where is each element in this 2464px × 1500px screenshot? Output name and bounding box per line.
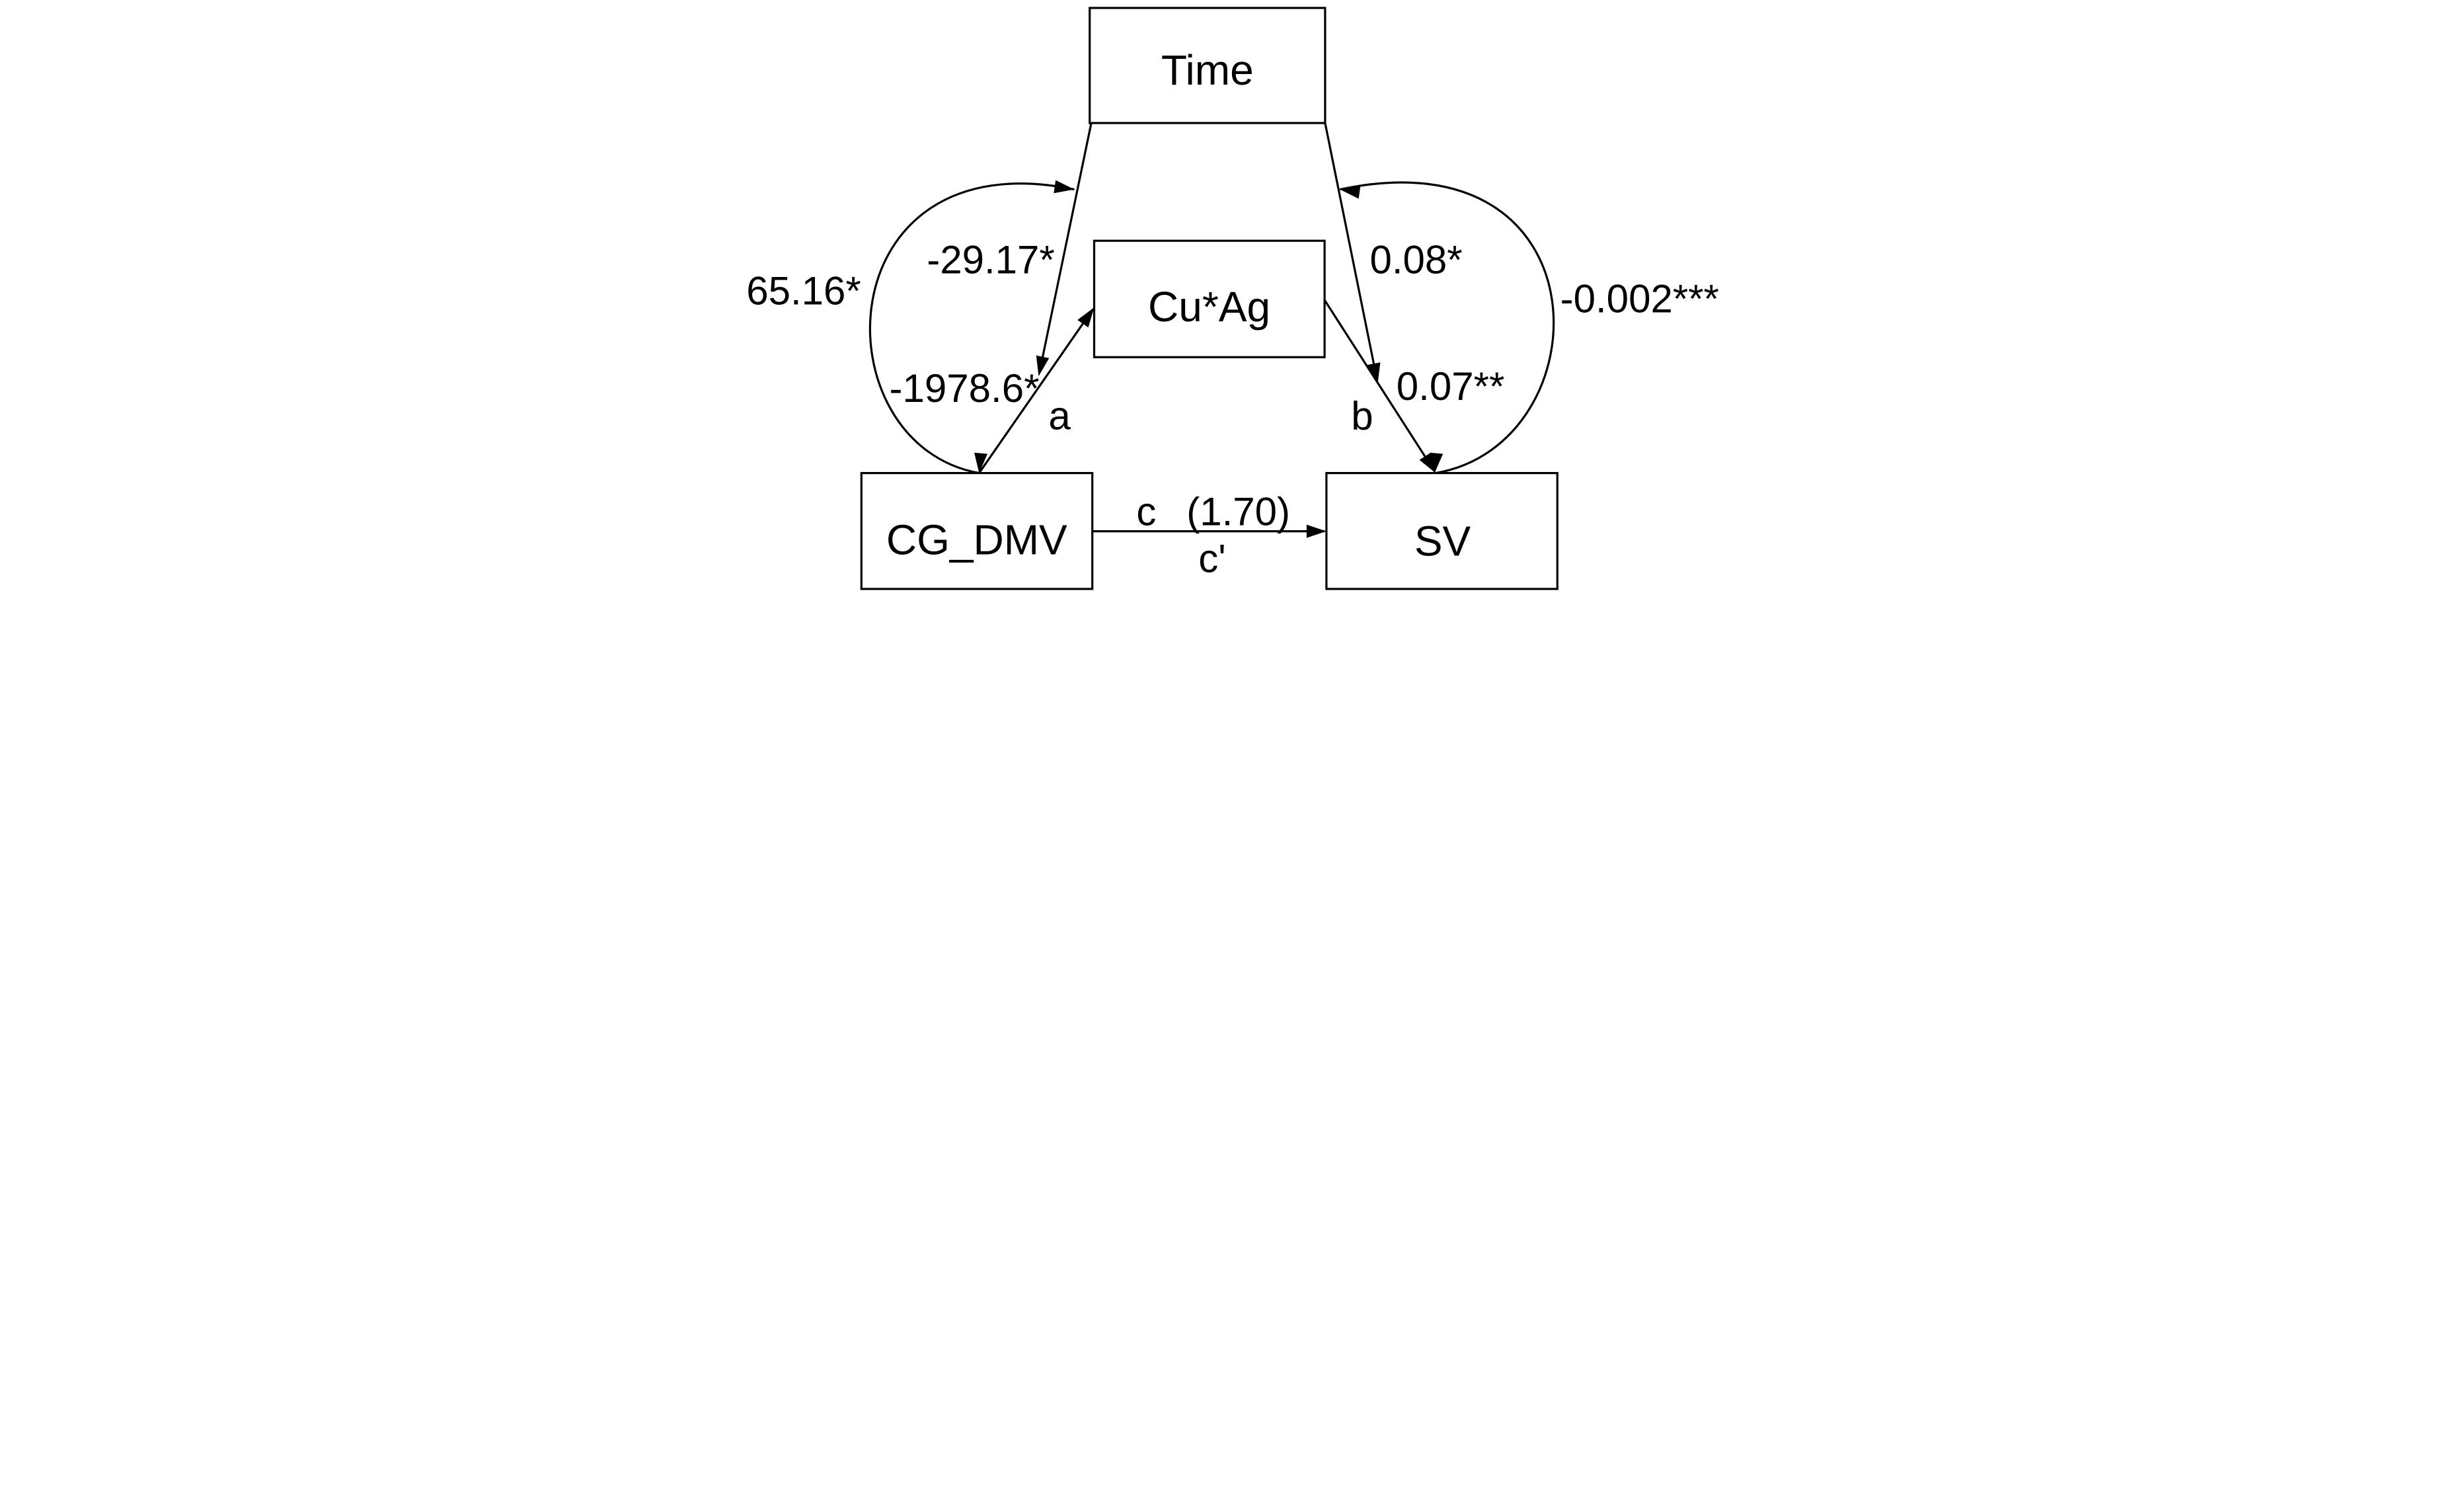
time-cgdmv-arc-bottom-arrowhead-icon <box>974 452 987 473</box>
predictor-box <box>860 471 1094 590</box>
a-path-arrow <box>978 308 1094 474</box>
time-cgdmv-covariance-value: 65.16* <box>746 269 861 313</box>
time-to-b-path-arrowhead-icon <box>1367 362 1381 383</box>
time-sv-covariance-value: -0.002*** <box>1560 277 1719 321</box>
c-path-coefficient: (1.70) <box>1186 490 1290 534</box>
time-cgdmv-covariance-arc <box>868 182 1075 475</box>
c-prime-letter-label: c' <box>1198 537 1225 581</box>
time-to-a-path-arrowhead-icon <box>1036 355 1050 377</box>
c-path-arrowhead-icon <box>1306 524 1327 538</box>
outcome-box-label: SV <box>1414 517 1471 565</box>
b-path-arrowhead-icon <box>1419 452 1436 473</box>
outcome-box <box>1325 471 1559 590</box>
a-path-coefficient: -1978.6* <box>890 366 1040 411</box>
path-diagram-canvas: Time Cu*Ag CG_DMV SV -29.17* 65.16* -197… <box>739 0 1725 601</box>
a-path-arrowhead-icon <box>1077 307 1095 328</box>
mediator-box <box>1093 239 1326 358</box>
time-box-label: Time <box>1161 46 1254 94</box>
c-path-letter-label: c <box>1136 490 1156 534</box>
mediator-box-label: Cu*Ag <box>1148 283 1270 331</box>
time-box <box>1089 7 1327 124</box>
a-path-letter-label: a <box>1048 394 1071 438</box>
b-path-letter-label: b <box>1351 394 1373 438</box>
time-to-a-path-arrow <box>1038 122 1093 373</box>
time-on-b-path-coefficient: 0.08* <box>1369 238 1462 282</box>
time-on-a-path-coefficient: -29.17* <box>927 238 1055 282</box>
time-sv-covariance-arc <box>1339 181 1555 475</box>
time-sv-arc-top-arrowhead-icon <box>1340 185 1361 199</box>
b-path-arrow <box>1323 299 1436 473</box>
time-cgdmv-arc-top-arrowhead-icon <box>1054 180 1075 194</box>
time-sv-arc-bottom-arrowhead-icon <box>1430 452 1444 473</box>
predictor-box-label: CG_DMV <box>886 516 1067 563</box>
path-diagram-figure: Time Cu*Ag CG_DMV SV -29.17* 65.16* -197… <box>739 0 1725 601</box>
b-path-coefficient: 0.07** <box>1397 364 1505 409</box>
time-to-b-path-arrow <box>1324 122 1378 380</box>
